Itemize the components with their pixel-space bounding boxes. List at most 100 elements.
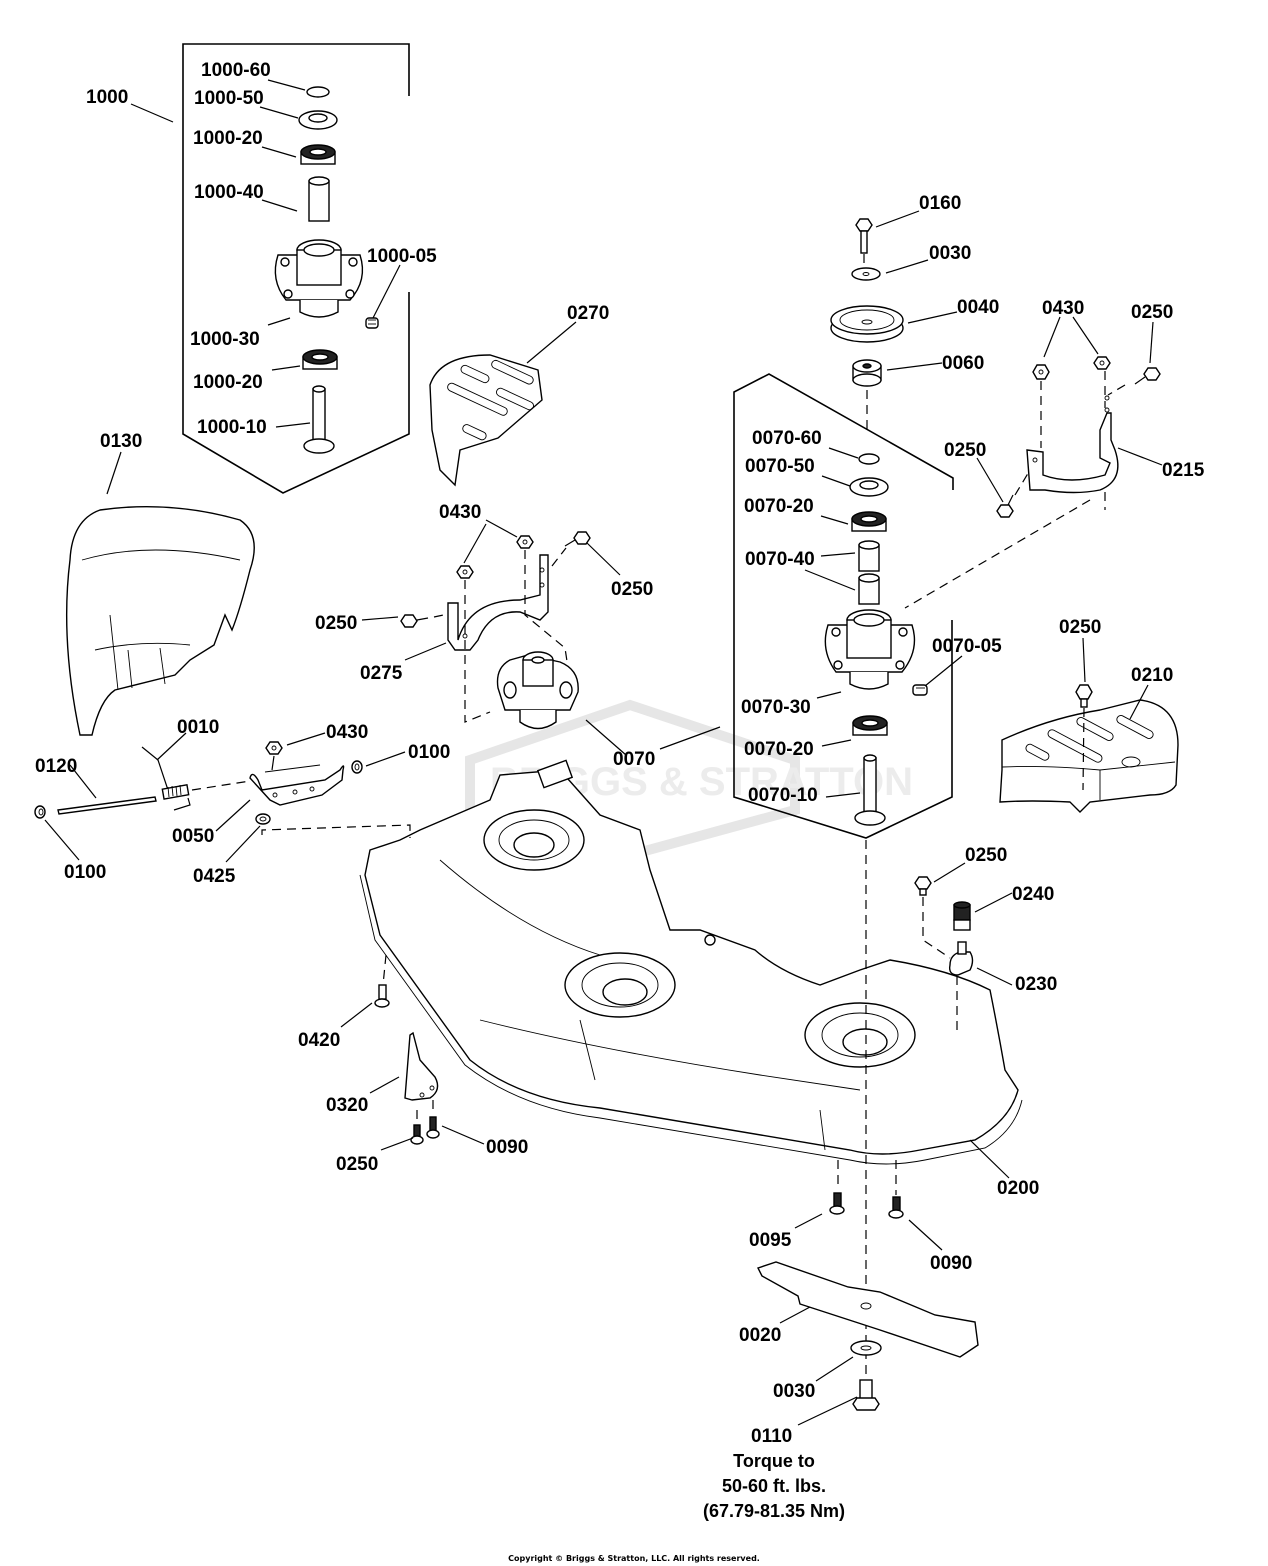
label-0070: 0070	[613, 749, 655, 770]
spacer-0070-40-b[interactable]	[858, 573, 880, 605]
label-1000-05: 1000-05	[367, 246, 437, 267]
leader-lines	[44, 79, 1163, 1426]
nut-0430-right-1[interactable]	[1032, 364, 1050, 380]
label-0070-30: 0070-30	[741, 697, 811, 718]
spindle-assembly-0070-box	[733, 373, 954, 839]
bearing-1000-20-top[interactable]	[300, 144, 336, 165]
belt-cover-0210[interactable]	[999, 699, 1179, 813]
callout-labels: 1000 1000-60 1000-50 1000-20 1000-40 100…	[35, 60, 1205, 1447]
label-0275: 0275	[360, 663, 403, 684]
label-0425: 0425	[193, 866, 236, 887]
label-0030-top: 0030	[929, 243, 971, 264]
torque-note-line2: 50-60 ft. lbs.	[722, 1476, 826, 1496]
label-0060: 0060	[942, 353, 984, 374]
bolt-0250-right-top[interactable]	[1134, 367, 1161, 385]
pulley-0040[interactable]	[830, 305, 904, 343]
bolt-0250-baffle[interactable]	[410, 1124, 424, 1145]
spacer-0070-40-a[interactable]	[858, 540, 880, 572]
spindle-housing-0070-30[interactable]	[824, 609, 916, 690]
push-nut-0100-right[interactable]	[351, 760, 363, 774]
bolt-0160[interactable]	[855, 218, 873, 254]
bolt-0250-gauge[interactable]	[914, 876, 932, 896]
label-1000: 1000	[86, 87, 128, 108]
label-0430-center: 0430	[439, 502, 481, 523]
label-0095: 0095	[749, 1230, 792, 1251]
label-0070-40: 0070-40	[745, 549, 815, 570]
bolt-0250-center-right[interactable]	[564, 531, 591, 547]
label-0215: 0215	[1162, 460, 1205, 481]
mower-blade-0020[interactable]	[757, 1261, 979, 1358]
spindle-shaft-0070-10[interactable]	[854, 754, 886, 826]
washer-0030-top[interactable]	[851, 267, 881, 281]
label-0010: 0010	[177, 717, 219, 738]
label-0070-20-bottom: 0070-20	[744, 739, 814, 760]
spindle-shaft-1000-10[interactable]	[303, 385, 335, 454]
baffle-0320[interactable]	[404, 1031, 439, 1101]
label-1000-50: 1000-50	[194, 88, 264, 109]
gauge-wheel-nut-0240[interactable]	[953, 901, 971, 931]
label-0100-left: 0100	[64, 862, 106, 883]
grease-fitting-1000-05[interactable]	[365, 317, 379, 329]
spring-0010[interactable]	[141, 746, 191, 811]
label-1000-60: 1000-60	[201, 60, 271, 81]
discharge-chute-0130[interactable]	[65, 505, 255, 736]
label-0070-10: 0070-10	[748, 785, 818, 806]
spindle-housing-1000-30[interactable]	[274, 239, 364, 318]
mower-deck-0200[interactable]	[359, 759, 1023, 1165]
label-0240: 0240	[1012, 884, 1054, 905]
pivot-bracket-0050[interactable]	[249, 764, 345, 806]
washer-0425[interactable]	[255, 813, 271, 825]
label-0070-20-top: 0070-20	[744, 496, 814, 517]
label-1000-20-top: 1000-20	[193, 128, 263, 149]
bolt-0250-cover[interactable]	[1075, 684, 1093, 708]
label-1000-10: 1000-10	[197, 417, 267, 438]
retaining-ring-0070-60[interactable]	[858, 453, 880, 465]
torque-note-line3: (67.79-81.35 Nm)	[703, 1501, 845, 1521]
nut-0430-left[interactable]	[265, 741, 283, 755]
spacer-1000-40[interactable]	[308, 176, 330, 222]
bolt-0095[interactable]	[829, 1192, 845, 1215]
spindle-assembly-0070[interactable]	[496, 651, 579, 730]
label-0070-50: 0070-50	[745, 456, 815, 477]
bolt-0420[interactable]	[374, 984, 390, 1008]
label-0130: 0130	[100, 431, 142, 452]
bolt-0090-baffle[interactable]	[426, 1116, 440, 1139]
push-nut-0100-left[interactable]	[34, 805, 46, 819]
label-0250-center-left: 0250	[315, 613, 357, 634]
label-0250-center-right: 0250	[611, 579, 653, 600]
bolt-0090-blade[interactable]	[888, 1196, 904, 1219]
nut-0430-center-1[interactable]	[456, 565, 474, 579]
label-0420: 0420	[298, 1030, 340, 1051]
idler-spacer-0060[interactable]	[852, 359, 882, 387]
label-0250-right-top: 0250	[1131, 302, 1173, 323]
bolt-0250-right-lower[interactable]	[996, 494, 1014, 518]
belt-cover-0270[interactable]	[429, 354, 543, 487]
label-0200: 0200	[997, 1178, 1039, 1199]
label-0250-cover: 0250	[1059, 617, 1101, 638]
grease-fitting-0070-05[interactable]	[912, 684, 928, 696]
gauge-stud-0230[interactable]	[948, 941, 974, 976]
torque-note: Torque to 50-60 ft. lbs. (67.79-81.35 Nm…	[703, 1451, 845, 1521]
bearing-0070-20-top[interactable]	[851, 511, 887, 532]
bearing-0070-20-bottom[interactable]	[852, 715, 888, 736]
nut-0430-right-2[interactable]	[1093, 356, 1111, 370]
bearing-cup-0070-50[interactable]	[849, 477, 889, 497]
bracket-0215[interactable]	[1026, 395, 1119, 494]
label-0070-05: 0070-05	[932, 636, 1002, 657]
bolt-0250-center-left[interactable]	[400, 614, 429, 628]
bracket-0275[interactable]	[447, 554, 549, 651]
blade-bolt-0110[interactable]	[852, 1379, 880, 1411]
nut-0430-center-2[interactable]	[516, 535, 534, 549]
bearing-1000-20-bottom[interactable]	[302, 349, 338, 370]
label-0250-right-lower: 0250	[944, 440, 986, 461]
bearing-cup-1000-50[interactable]	[298, 110, 338, 130]
label-1000-30: 1000-30	[190, 329, 260, 350]
label-0090-blade: 0090	[930, 1253, 972, 1274]
label-1000-20-bottom: 1000-20	[193, 372, 263, 393]
retaining-ring-1000-60[interactable]	[306, 86, 330, 98]
spindle-assembly-1000-box	[182, 43, 410, 494]
label-0160: 0160	[919, 193, 961, 214]
washer-0030-blade[interactable]	[850, 1340, 882, 1356]
rod-0120[interactable]	[57, 796, 157, 815]
